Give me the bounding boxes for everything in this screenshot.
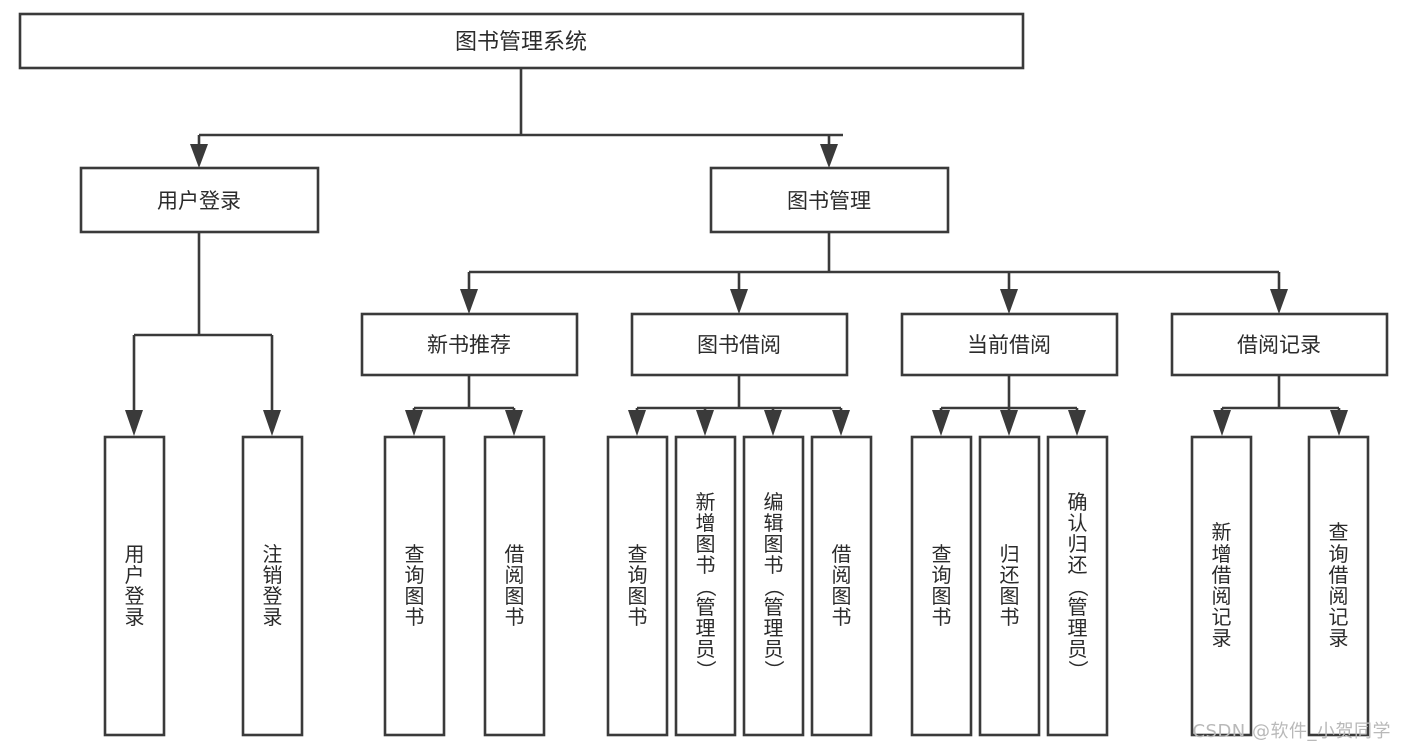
arrow-head-icon — [263, 410, 281, 436]
connector-bookborrow-to-leaves — [628, 375, 850, 436]
arrow-head-icon — [1000, 289, 1018, 314]
connector-newbook-to-leaves — [405, 375, 523, 436]
node-new-book-recommend[interactable]: 新书推荐 — [360, 312, 579, 377]
node-book-borrow[interactable]: 图书借阅 — [630, 312, 849, 377]
node-current-borrow-label: 当前借阅 — [967, 333, 1051, 357]
node-root-book-management-system[interactable]: 图书管理系统 — [18, 12, 1025, 70]
node-book-management[interactable]: 图书管理 — [709, 166, 950, 234]
arrow-head-icon — [125, 410, 143, 436]
arrow-head-icon — [1213, 410, 1231, 436]
arrow-head-icon — [628, 410, 646, 436]
leaf-node-edit-book-admin[interactable] — [742, 435, 805, 737]
arrow-head-icon — [696, 410, 714, 436]
node-new-book-recommend-label: 新书推荐 — [427, 333, 511, 357]
arrow-head-icon — [1068, 410, 1086, 436]
leaf-node-logout[interactable] — [241, 435, 304, 737]
node-current-borrow[interactable]: 当前借阅 — [900, 312, 1119, 377]
leaf-node-borrow-book-1[interactable] — [483, 435, 546, 737]
node-book-management-label: 图书管理 — [787, 189, 871, 213]
leaf-node-user-login[interactable] — [103, 435, 166, 737]
leaf-node-query-book-3[interactable] — [910, 435, 973, 737]
arrow-head-icon — [764, 410, 782, 436]
connector-borrowrecord-to-leaves — [1213, 375, 1348, 436]
leaf-node-add-borrow-record[interactable] — [1190, 435, 1253, 737]
arrow-head-icon — [820, 144, 838, 168]
node-user-login-label: 用户登录 — [157, 189, 241, 213]
node-user-login[interactable]: 用户登录 — [79, 166, 320, 234]
connector-bookmgmt-to-level3 — [460, 232, 1288, 314]
connector-currentborrow-to-leaves — [932, 375, 1086, 436]
arrow-head-icon — [1000, 410, 1018, 436]
node-borrow-record[interactable]: 借阅记录 — [1170, 312, 1389, 377]
arrow-head-icon — [505, 410, 523, 436]
arrow-head-icon — [190, 144, 208, 168]
node-book-borrow-label: 图书借阅 — [697, 333, 781, 357]
leaf-node-query-borrow-record[interactable] — [1307, 435, 1370, 737]
arrow-head-icon — [1330, 410, 1348, 436]
leaf-node-confirm-return-admin[interactable] — [1046, 435, 1109, 737]
leaf-node-query-book-2[interactable] — [606, 435, 669, 737]
leaf-node-borrow-book-2[interactable] — [810, 435, 873, 737]
arrow-head-icon — [405, 410, 423, 436]
leaf-node-return-book[interactable] — [978, 435, 1041, 737]
watermark: CSDN @软件_小贺同学 — [1192, 721, 1391, 742]
arrow-head-icon — [1270, 289, 1288, 314]
node-borrow-record-label: 借阅记录 — [1237, 333, 1321, 357]
leaf-node-query-book-1[interactable] — [383, 435, 446, 737]
connector-root-to-level2 — [190, 68, 843, 168]
arrow-head-icon — [932, 410, 950, 436]
arrow-head-icon — [730, 289, 748, 314]
arrow-head-icon — [832, 410, 850, 436]
leaf-node-add-book-admin[interactable] — [674, 435, 737, 737]
connector-userlogin-to-leaves — [125, 232, 281, 436]
arrow-head-icon — [460, 289, 478, 314]
node-root-label: 图书管理系统 — [455, 30, 587, 55]
